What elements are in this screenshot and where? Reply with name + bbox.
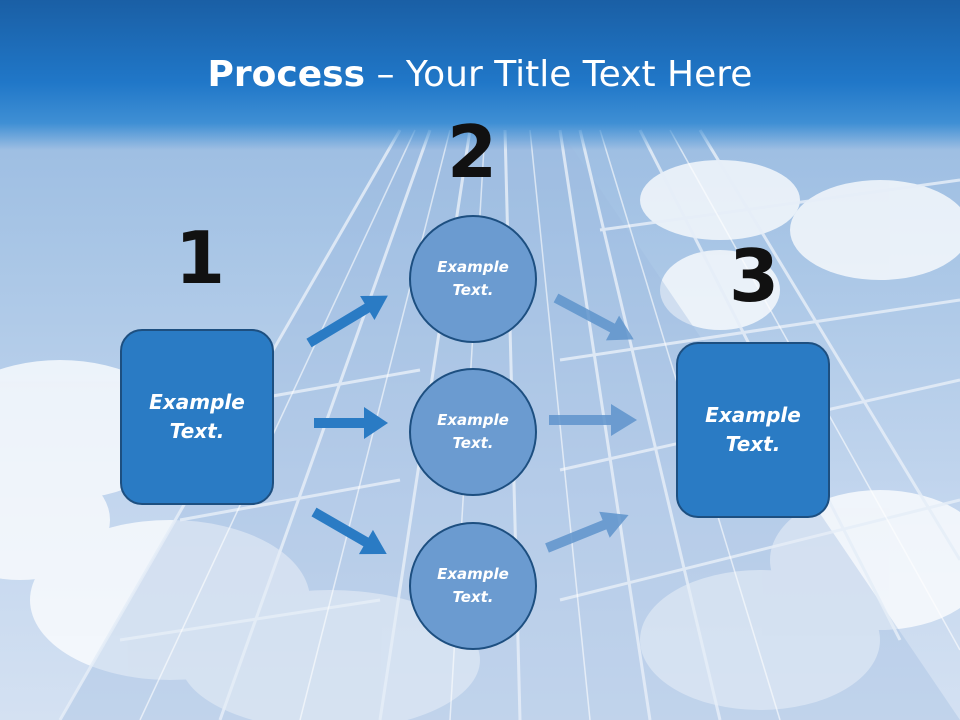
- step-2-circle-top[interactable]: Example Text.: [409, 215, 537, 343]
- step-1-box-text: Example Text.: [149, 390, 245, 443]
- arrow-box1-to-bottom: [311, 507, 387, 555]
- step-2-number: 2: [446, 110, 498, 194]
- arrow-box1-to-top: [306, 295, 388, 348]
- slide-title: Process – Your Title Text Here: [0, 54, 960, 95]
- step-3-box[interactable]: Example Text.: [676, 342, 830, 518]
- step-2-circle-bottom[interactable]: Example Text.: [409, 522, 537, 650]
- step-1-box[interactable]: Example Text.: [120, 329, 274, 505]
- step-3-box-text: Example Text.: [705, 403, 801, 456]
- circle-bottom-text: Example Text.: [437, 565, 509, 606]
- arrow-box1-to-mid: [314, 407, 388, 439]
- title-bold-part: Process: [207, 54, 366, 95]
- arrow-bottom-to-box3: [545, 511, 629, 553]
- title-rest-part: – Your Title Text Here: [365, 54, 753, 95]
- circle-top-text: Example Text.: [437, 258, 509, 299]
- step-1-number: 1: [174, 216, 226, 300]
- arrow-mid-to-box3: [549, 404, 637, 436]
- step-2-circle-middle[interactable]: Example Text.: [409, 368, 537, 496]
- step-3-number: 3: [728, 234, 780, 318]
- title-band: [0, 0, 960, 150]
- circle-middle-text: Example Text.: [437, 411, 509, 452]
- arrow-top-to-box3: [553, 293, 634, 341]
